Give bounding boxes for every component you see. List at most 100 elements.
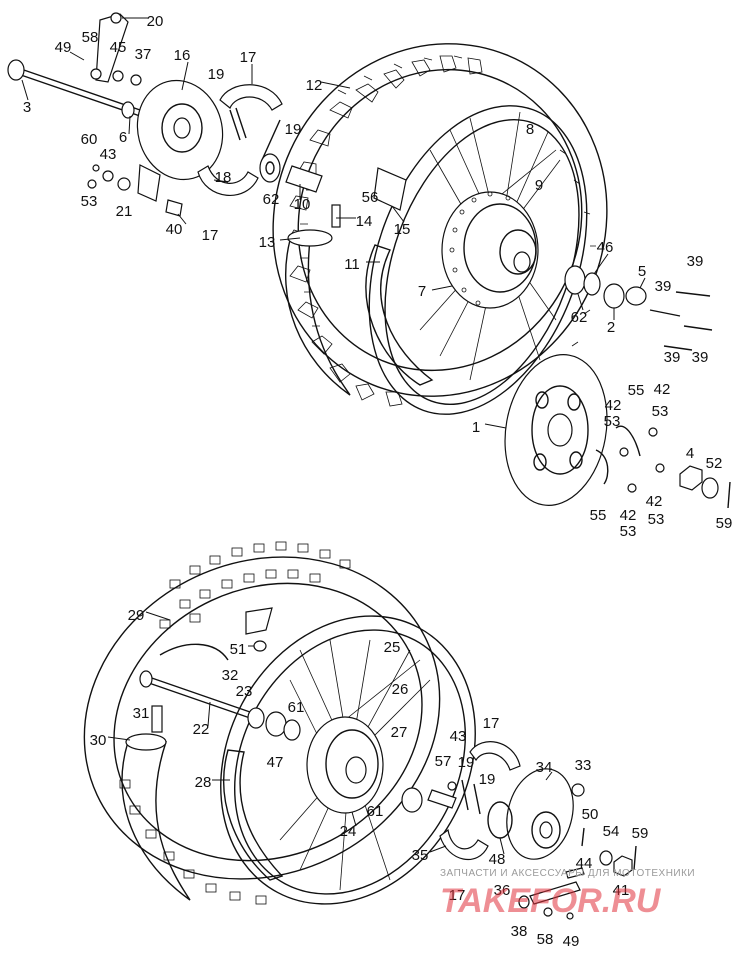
part-label-p8: 8 [526,121,534,138]
axle-nut-4 [679,465,703,491]
part-label-p43a: 43 [100,146,117,163]
part-label-p17b: 17 [202,227,219,244]
part-label-p17c: 17 [483,715,500,732]
part-label-p38: 38 [511,923,528,940]
front-tube [121,705,191,901]
part-label-p55a: 55 [628,382,645,399]
part-label-p5: 5 [638,263,646,280]
part-label-p35: 35 [412,847,429,864]
part-label-p43b: 43 [450,728,467,745]
part-label-p26: 26 [392,681,409,698]
part-label-p39b: 39 [655,278,672,295]
part-label-p49a: 49 [55,39,72,56]
part-label-p46: 46 [597,239,614,256]
part-label-p31: 31 [133,705,150,722]
nut-53d [619,447,629,457]
part-label-p41: 41 [613,882,630,899]
part-label-p27: 27 [391,724,408,741]
part-label-p42d: 42 [620,507,637,524]
part-label-p29: 29 [128,607,145,624]
nut-53a [648,427,658,437]
part-label-p44: 44 [576,855,593,872]
bolt-49b [566,912,574,920]
rear-hub-spacer [285,165,323,193]
part-label-p53d: 53 [648,511,665,528]
rear-brake-panel [136,79,224,202]
front-hub [306,716,384,814]
part-label-p9: 9 [535,177,543,194]
sprocket-studs [649,291,713,351]
part-label-p20: 20 [147,13,164,30]
part-label-p32: 32 [222,667,239,684]
part-label-p4: 4 [686,445,694,462]
part-label-p19a: 19 [208,66,225,83]
rear-hub-bearing [259,153,281,183]
washer-52 [701,477,719,499]
part-label-p53b: 53 [652,403,669,420]
part-label-p61b: 61 [367,803,384,820]
part-label-p33: 33 [575,757,592,774]
part-label-p51: 51 [230,641,247,658]
bearing-61a [265,711,287,737]
part-label-p39d: 39 [692,349,709,366]
part-label-p3: 3 [23,99,31,116]
front-brake-shoes [439,741,521,861]
part-label-p50: 50 [582,806,599,823]
part-label-p47: 47 [267,754,284,771]
part-label-p58a: 58 [82,29,99,46]
bolt-40 [165,199,183,217]
part-label-p13: 13 [259,234,276,251]
part-label-p48: 48 [489,851,506,868]
part-label-p24: 24 [340,823,357,840]
part-label-p37: 37 [135,46,152,63]
rear-wheel-assembly [7,12,731,509]
front-brake-panel [506,768,574,860]
part-label-p39a: 39 [687,253,704,270]
wear-indicator-44 [565,867,585,879]
part-label-p6: 6 [119,129,127,146]
part-label-p55b: 55 [590,507,607,524]
part-label-p28: 28 [195,774,212,791]
part-label-p10: 10 [294,196,311,213]
front-wheel-assembly [83,541,637,920]
collar-5 [625,286,647,306]
part-label-p34: 34 [536,759,553,776]
part-label-p57: 57 [435,753,452,770]
part-label-p40: 40 [166,221,183,238]
part-label-p62b: 62 [571,309,588,326]
torque-link [90,12,129,83]
part-label-p18: 18 [215,169,232,186]
cotter-pin-59a [727,481,731,509]
part-label-p39c: 39 [664,349,681,366]
watermark-caption: ЗАПЧАСТИ И АКСЕССУАРЫ ДЛЯ МОТОТЕХНИКИ [440,868,695,879]
part-label-p36: 36 [494,882,511,899]
part-label-p12: 12 [306,77,323,94]
front-tire [83,541,441,905]
part-label-p25: 25 [384,639,401,656]
rear-brake-shoes [197,84,283,196]
nut-37 [130,74,142,86]
front-tube-shield-32 [159,643,229,661]
part-label-p22: 22 [193,721,210,738]
bolt-38 [518,895,530,909]
rear-rim [368,105,597,415]
part-label-p11: 11 [344,256,360,273]
part-label-p54: 54 [603,823,620,840]
nut-21 [117,177,131,191]
part-label-p7: 7 [418,283,426,300]
nut-33 [571,783,585,797]
cam-57 [427,789,457,809]
part-label-p60: 60 [81,131,98,148]
axle-nut-41 [613,855,633,877]
part-label-p52: 52 [706,455,723,472]
part-label-p1: 1 [472,419,480,436]
rear-hub [441,191,539,309]
part-label-p49b: 49 [563,933,580,950]
part-label-p53a: 53 [81,193,98,210]
part-label-p58b: 58 [537,931,554,948]
lock-plate-55b [595,449,609,485]
washer-43a [102,170,114,182]
front-rim-band [223,749,284,881]
